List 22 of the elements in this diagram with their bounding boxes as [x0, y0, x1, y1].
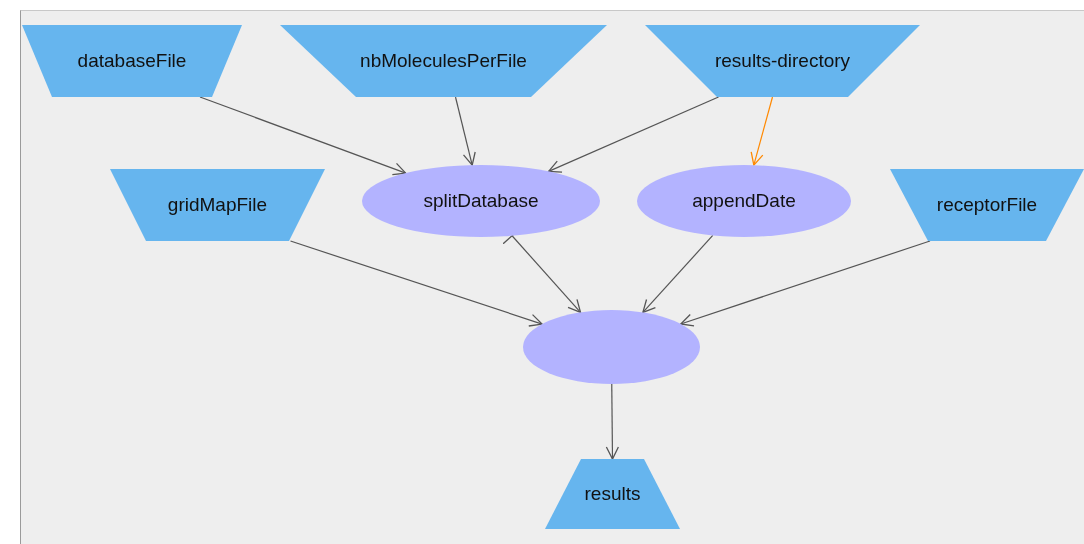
input-port	[22, 25, 242, 97]
output-port	[545, 459, 680, 529]
arrow	[548, 96, 720, 173]
arrow	[289, 240, 543, 327]
node-label: splitDatabase	[423, 190, 539, 212]
arrow	[199, 96, 407, 176]
input-port	[645, 25, 920, 97]
node-label: nbMoleculesPerFile	[360, 50, 527, 72]
arrow	[680, 240, 931, 327]
node-label: results-directory	[714, 50, 851, 72]
input-port	[890, 169, 1084, 241]
node-label: receptorFile	[936, 194, 1038, 216]
arrow	[454, 96, 476, 166]
input-port	[280, 25, 607, 97]
arrow	[642, 234, 714, 314]
arrow	[605, 383, 620, 460]
node-label: results	[584, 483, 641, 505]
node-label: databaseFile	[77, 50, 187, 72]
arrow	[750, 96, 774, 166]
node-label: gridMapFile	[167, 194, 268, 216]
node-label: appendDate	[692, 190, 796, 212]
input-port	[110, 169, 325, 241]
